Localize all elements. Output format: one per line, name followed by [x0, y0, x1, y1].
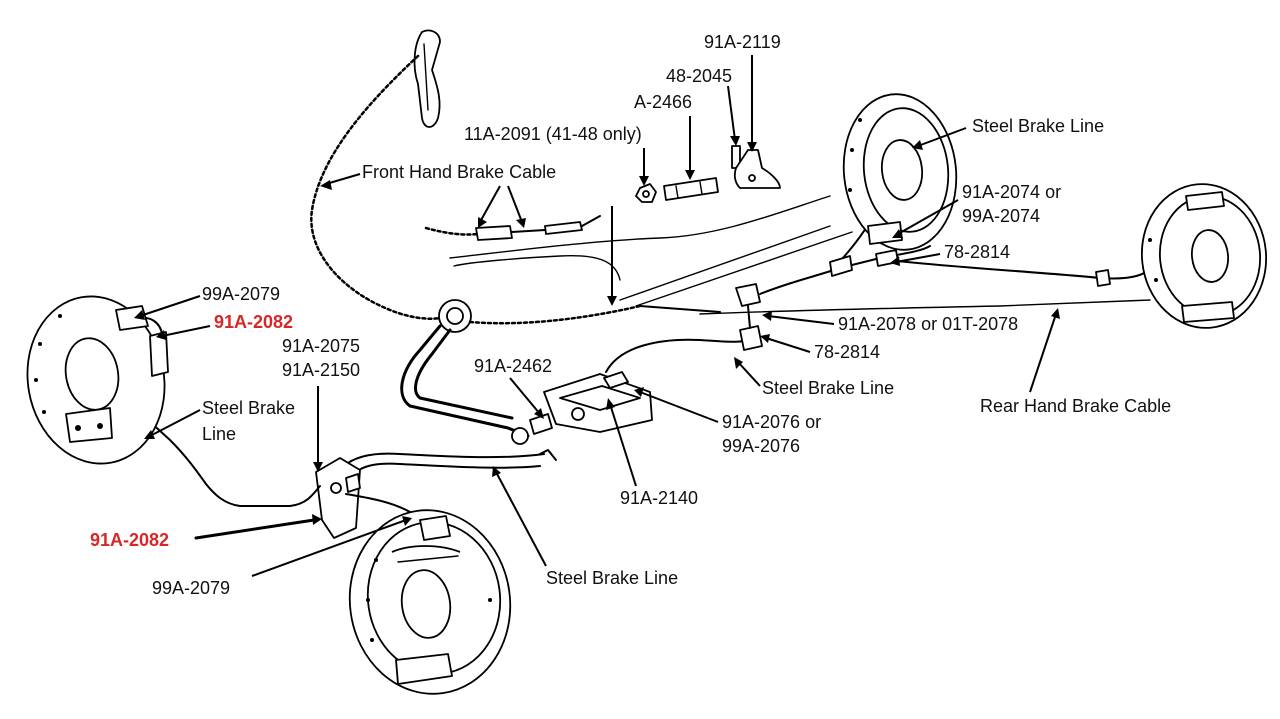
label-91a-2082-bottom: 91A-2082 [90, 530, 169, 550]
rear-tee-fitting [735, 283, 763, 351]
part-11a-2091-nut [635, 183, 657, 203]
label-steel-brake-line-mid: Steel Brake Line [762, 378, 894, 398]
label-99a-2074: 99A-2074 [962, 206, 1040, 226]
left-brake-backing-plate [26, 295, 169, 465]
main-cable [468, 304, 642, 325]
label-91a-2082-top: 91A-2082 [214, 312, 293, 332]
hand-brake-handle [413, 29, 441, 128]
label-front-hand-brake-cable: Front Hand Brake Cable [362, 162, 556, 182]
label-91a-2076: 91A-2076 or [722, 412, 821, 432]
label-steel-brake-line-top-right: Steel Brake Line [972, 116, 1104, 136]
front-tee-bracket [315, 457, 361, 539]
label-a-2466: A-2466 [634, 92, 692, 112]
label-78-2814-top: 78-2814 [944, 242, 1010, 262]
cable-pulley [438, 299, 472, 333]
label-91a-2140: 91A-2140 [620, 488, 698, 508]
bottom-brake-drum [348, 509, 512, 695]
label-48-2045: 48-2045 [666, 66, 732, 86]
brake-rod [400, 324, 530, 438]
body-outline [449, 195, 831, 259]
label-91a-2462: 91A-2462 [474, 356, 552, 376]
steel-line-master-to-front [339, 452, 545, 471]
label-99a-2076: 99A-2076 [722, 436, 800, 456]
label-91a-2119: 91A-2119 [704, 32, 781, 52]
label-91a-2075: 91A-2075 [282, 336, 360, 356]
front-hand-brake-cable [310, 54, 442, 320]
labels: 91A-2119 48-2045 A-2466 11A-2091 (41-48 … [90, 32, 1171, 598]
label-99a-2079-top: 99A-2079 [202, 284, 280, 304]
far-right-brake-drum [1140, 183, 1268, 329]
steel-line-master-to-rear [605, 335, 753, 373]
label-91a-2078: 91A-2078 or 01T-2078 [838, 314, 1018, 334]
label-91a-2074: 91A-2074 or [962, 182, 1061, 202]
leader-lines [134, 55, 1060, 577]
right-rear-backing-plate [842, 93, 958, 251]
label-78-2814-mid: 78-2814 [814, 342, 880, 362]
part-91a-2119-clevis [733, 149, 781, 189]
label-steel-brake-line-left-1: Steel Brake [202, 398, 295, 418]
part-a-2466-sleeve [663, 177, 719, 201]
label-steel-brake-line-left-2: Line [202, 424, 236, 444]
cable-piece [424, 215, 601, 241]
label-99a-2079-bottom: 99A-2079 [152, 578, 230, 598]
label-91a-2150: 91A-2150 [282, 360, 360, 380]
label-11a-2091: 11A-2091 (41-48 only) [464, 124, 642, 144]
master-cylinder [511, 371, 653, 461]
steel-line-front-left [147, 419, 321, 507]
rear-hand-brake-cable [699, 299, 1151, 315]
label-rear-hand-brake-cable: Rear Hand Brake Cable [980, 396, 1171, 416]
label-steel-brake-line-bottom: Steel Brake Line [546, 568, 678, 588]
